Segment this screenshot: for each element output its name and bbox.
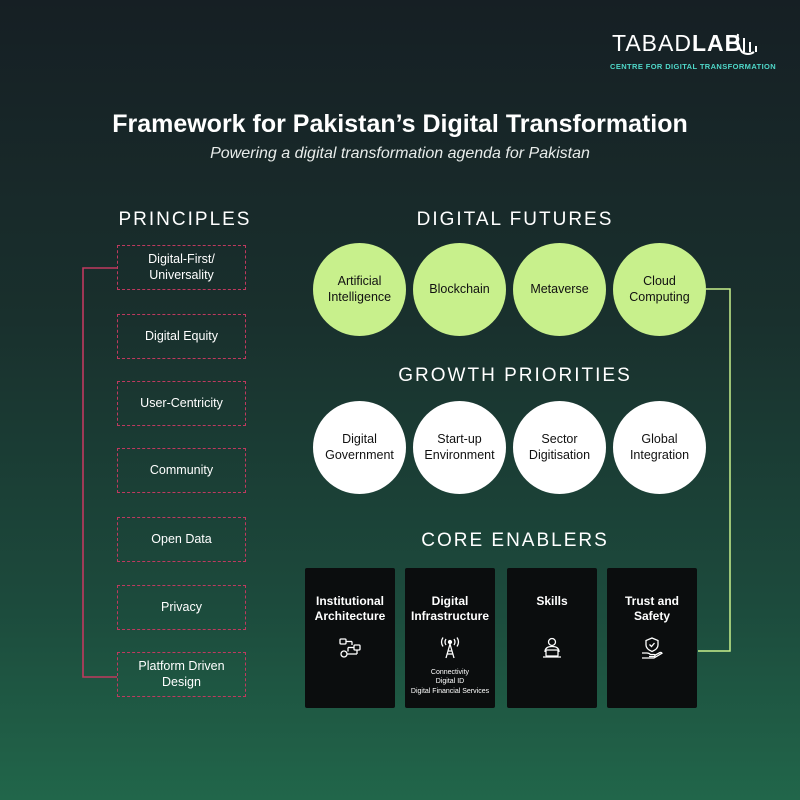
brand-logo-icon — [736, 33, 757, 55]
principle-platform-driven-design: Platform Driven Design — [117, 652, 246, 697]
brand-logo-wordmark: TABADLAB — [612, 30, 743, 56]
enabler-skills: Skills — [507, 568, 597, 708]
digital-futures-heading: DIGITAL FUTURES — [416, 209, 614, 230]
principle-community: Community — [117, 448, 246, 493]
sub-item-connectivity: Connectivity — [430, 669, 470, 676]
future-blockchain: Blockchain — [413, 243, 506, 336]
enabler-label: Skills — [536, 594, 568, 608]
principles-bracket-line — [82, 267, 117, 678]
infrastructure-sub-items: Connectivity Digital ID Digital Financia… — [405, 668, 495, 696]
enabler-label: Trust and Safety — [624, 594, 679, 623]
page-title: Framework for Pakistan’s Digital Transfo… — [112, 110, 688, 138]
person-laptop-icon — [543, 637, 561, 658]
principle-digital-equity: Digital Equity — [117, 314, 246, 359]
priority-global-integration: Global Integration — [613, 401, 706, 494]
page-subtitle: Powering a digital transformation agenda… — [210, 145, 590, 162]
principle-open-data: Open Data — [117, 517, 246, 562]
enabler-trust-and-safety: Trust and Safety — [607, 568, 697, 708]
enabler-digital-infrastructure: Digital Infrastructure Connectivity Digi… — [405, 568, 495, 708]
priority-startup-environment: Start-up Environment — [413, 401, 506, 494]
future-cloud-computing: Cloud Computing — [613, 243, 706, 336]
enabler-label: Digital Infrastructure — [410, 594, 490, 623]
enabler-institutional-architecture: Institutional Architecture — [305, 568, 395, 708]
flowchart-icon — [339, 638, 361, 658]
sub-item-digital-id: Digital ID — [435, 678, 465, 686]
principle-user-centricity: User-Centricity — [117, 381, 246, 426]
future-metaverse: Metaverse — [513, 243, 606, 336]
principle-privacy: Privacy — [117, 585, 246, 630]
brand-logo-subtitle: CENTRE FOR DIGITAL TRANSFORMATION — [610, 62, 777, 71]
priority-sector-digitisation: Sector Digitisation — [513, 401, 606, 494]
antenna-tower-icon — [440, 637, 460, 659]
enabler-label: Institutional Architecture — [314, 594, 386, 623]
future-artificial-intelligence: Artificial Intelligence — [313, 243, 406, 336]
growth-priorities-heading: GROWTH PRIORITIES — [398, 365, 632, 386]
principles-heading: PRINCIPLES — [118, 209, 252, 230]
priority-digital-government: Digital Government — [313, 401, 406, 494]
sub-item-digital-financial-services: Digital Financial Services — [410, 687, 490, 695]
core-enablers-heading: CORE ENABLERS — [421, 530, 609, 551]
enablers-connector-line — [698, 288, 731, 652]
shield-hand-icon — [642, 637, 663, 659]
principle-digital-first: Digital-First/ Universality — [117, 245, 246, 290]
